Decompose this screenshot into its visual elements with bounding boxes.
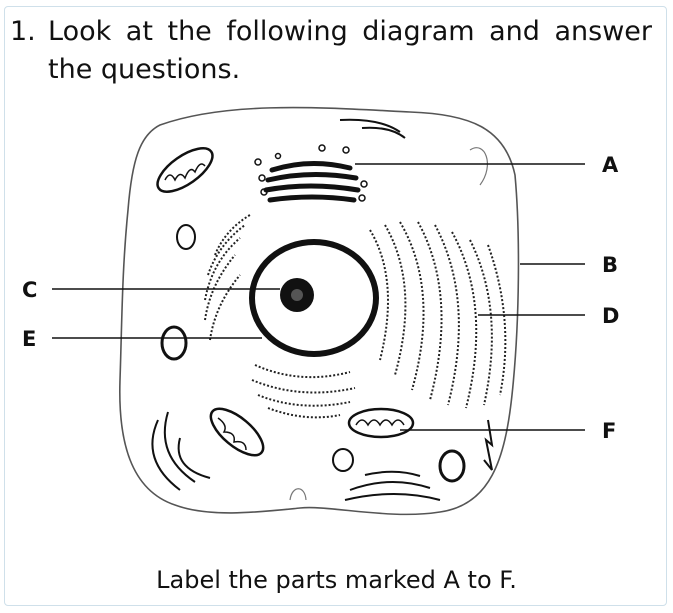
label-f: F (602, 419, 616, 443)
vacuole (332, 448, 354, 472)
question-text-line-1: Look at the following diagram and answer (48, 16, 652, 47)
instruction-text: Label the parts marked A to F. (156, 566, 517, 594)
centrosome (483, 419, 494, 471)
cell-membrane (118, 106, 520, 516)
question-text-line-2: the questions. (48, 54, 241, 85)
question-number: 1. (10, 16, 36, 47)
label-d: D (602, 304, 619, 328)
rough-endoplasmic-reticulum (369, 221, 507, 409)
nucleus (249, 239, 379, 357)
label-b: B (602, 253, 618, 277)
label-a: A (602, 153, 619, 177)
mitochondrion (347, 407, 415, 439)
rough-endoplasmic-reticulum-left (204, 214, 251, 341)
mitochondrion-bottom-left (209, 407, 265, 457)
label-c: C (22, 278, 37, 302)
label-e: E (22, 327, 36, 351)
mitochondrion-top-left (156, 147, 214, 193)
rough-endoplasmic-reticulum-bottom (251, 364, 356, 419)
vacuole (176, 224, 196, 250)
golgi-apparatus (254, 144, 368, 203)
lysosome (160, 325, 188, 361)
smooth-endoplasmic-reticulum (151, 118, 441, 501)
lysosome (438, 449, 466, 483)
